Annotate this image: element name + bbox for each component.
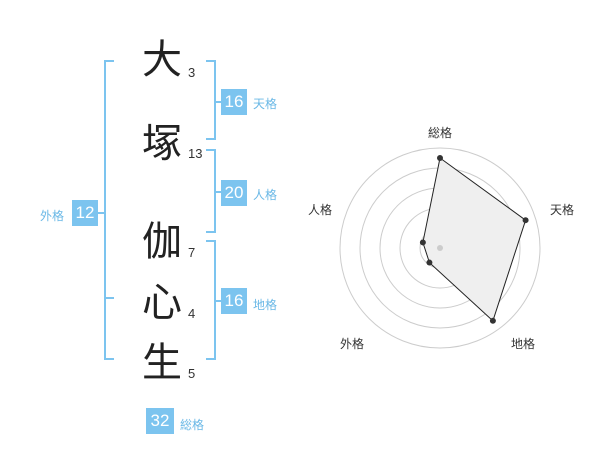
radar-point-2	[522, 217, 529, 224]
name-char-5: 生	[142, 340, 182, 386]
jinkaku-value: 20	[221, 180, 247, 206]
chikaku-label: 地格	[253, 298, 278, 312]
tenkaku-bracket	[206, 60, 216, 140]
stroke-count-4: 4	[188, 306, 196, 321]
radar-label-tenkaku: 天格	[550, 203, 575, 217]
name-char-1: 大	[142, 37, 182, 83]
radar-grid-ring	[339, 147, 541, 349]
chikaku-value: 16	[221, 288, 247, 314]
soukaku-value: 32	[146, 408, 174, 434]
radar-label-soukaku: 総格	[428, 126, 453, 140]
gaikaku-bracket	[104, 60, 114, 360]
name-char-2: 塚	[142, 121, 182, 167]
stroke-count-5: 5	[188, 366, 196, 381]
radar-point-1	[437, 155, 443, 161]
radar-center-dot	[437, 245, 443, 251]
gaikaku-split-tick	[104, 297, 114, 299]
jinkaku-bracket-tick	[214, 191, 222, 193]
tenkaku-label: 天格	[253, 97, 278, 111]
radar-label-gaikaku: 外格	[340, 337, 365, 351]
name-char-4: 心	[142, 280, 182, 326]
stroke-count-3: 7	[188, 245, 196, 260]
tenkaku-value: 16	[221, 89, 247, 115]
radar-polygon	[422, 157, 527, 322]
gaikaku-value: 12	[72, 200, 98, 226]
gaikaku-label: 外格	[40, 209, 65, 223]
soukaku-label: 総格	[180, 418, 205, 432]
stroke-count-2: 13	[188, 146, 203, 161]
radar-label-jinkaku: 人格	[308, 203, 333, 217]
radar-label-chikaku: 地格	[511, 337, 536, 351]
stroke-count-1: 3	[188, 65, 196, 80]
tenkaku-bracket-tick	[214, 101, 222, 103]
radar-point-5	[419, 239, 426, 246]
chikaku-bracket-tick	[214, 300, 222, 302]
name-char-3: 伽	[142, 219, 182, 265]
gaikaku-bracket-tick	[95, 212, 106, 214]
radar-point-3	[489, 317, 496, 324]
radar-point-4	[426, 259, 433, 266]
jinkaku-label: 人格	[253, 188, 278, 202]
